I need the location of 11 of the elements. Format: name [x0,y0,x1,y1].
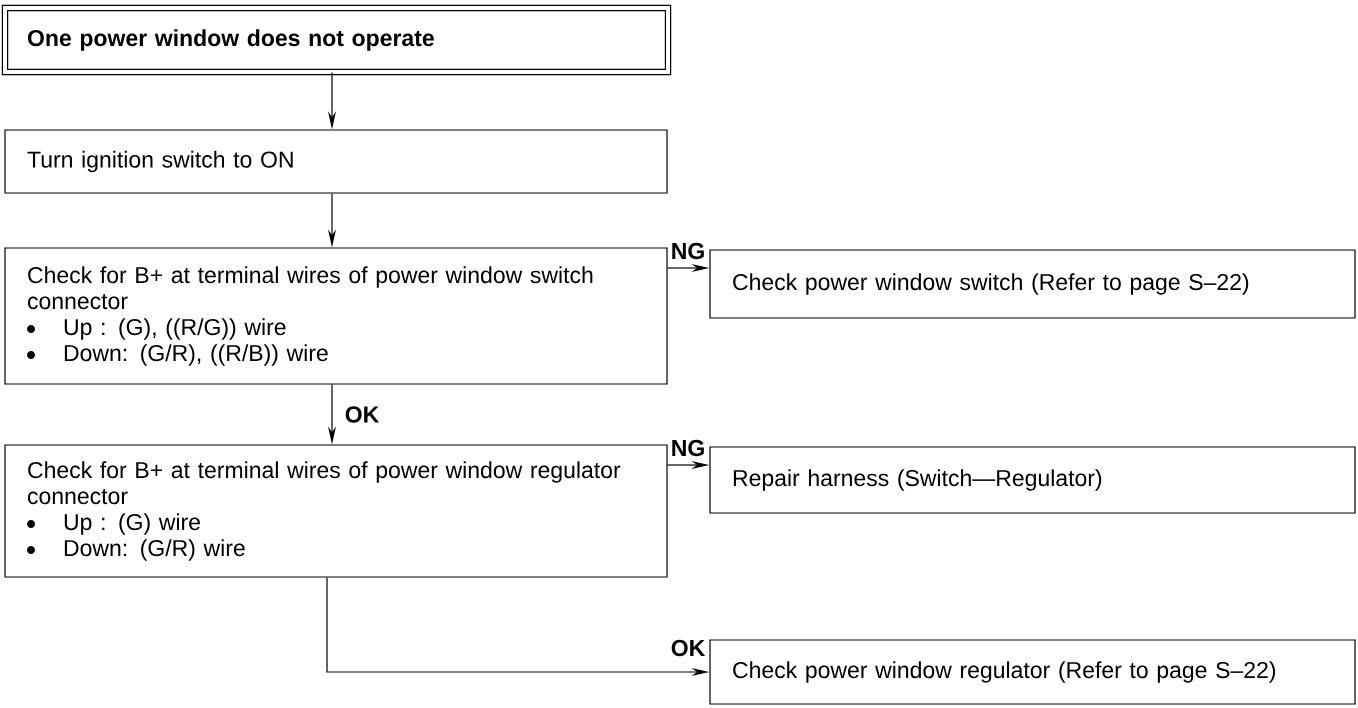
edge-label: OK [345,406,380,423]
check-box: Check for B+ at terminal wires of power window switch connector Up : (G), ((R/G)) wire Down: (G/R), ((R/B)) wire [4,247,668,385]
title-box: One power window does not operate [1,4,672,76]
edge-label: OK [671,639,706,657]
edge-label: NG [672,439,704,457]
step-box: Check power window switch (Refer to page S–22) [709,249,1356,319]
edge-label: NG [672,242,704,260]
step-box: Repair harness (Switch—Regulator) [709,446,1356,514]
step-box: Check power window regulator (Refer to page S–22) [709,639,1356,705]
check-box: Check for B+ at terminal wires of power window regulator connector Up : (G) wire Down: (G/R) wire [4,444,668,578]
step-box: Turn ignition switch to ON [4,129,668,194]
